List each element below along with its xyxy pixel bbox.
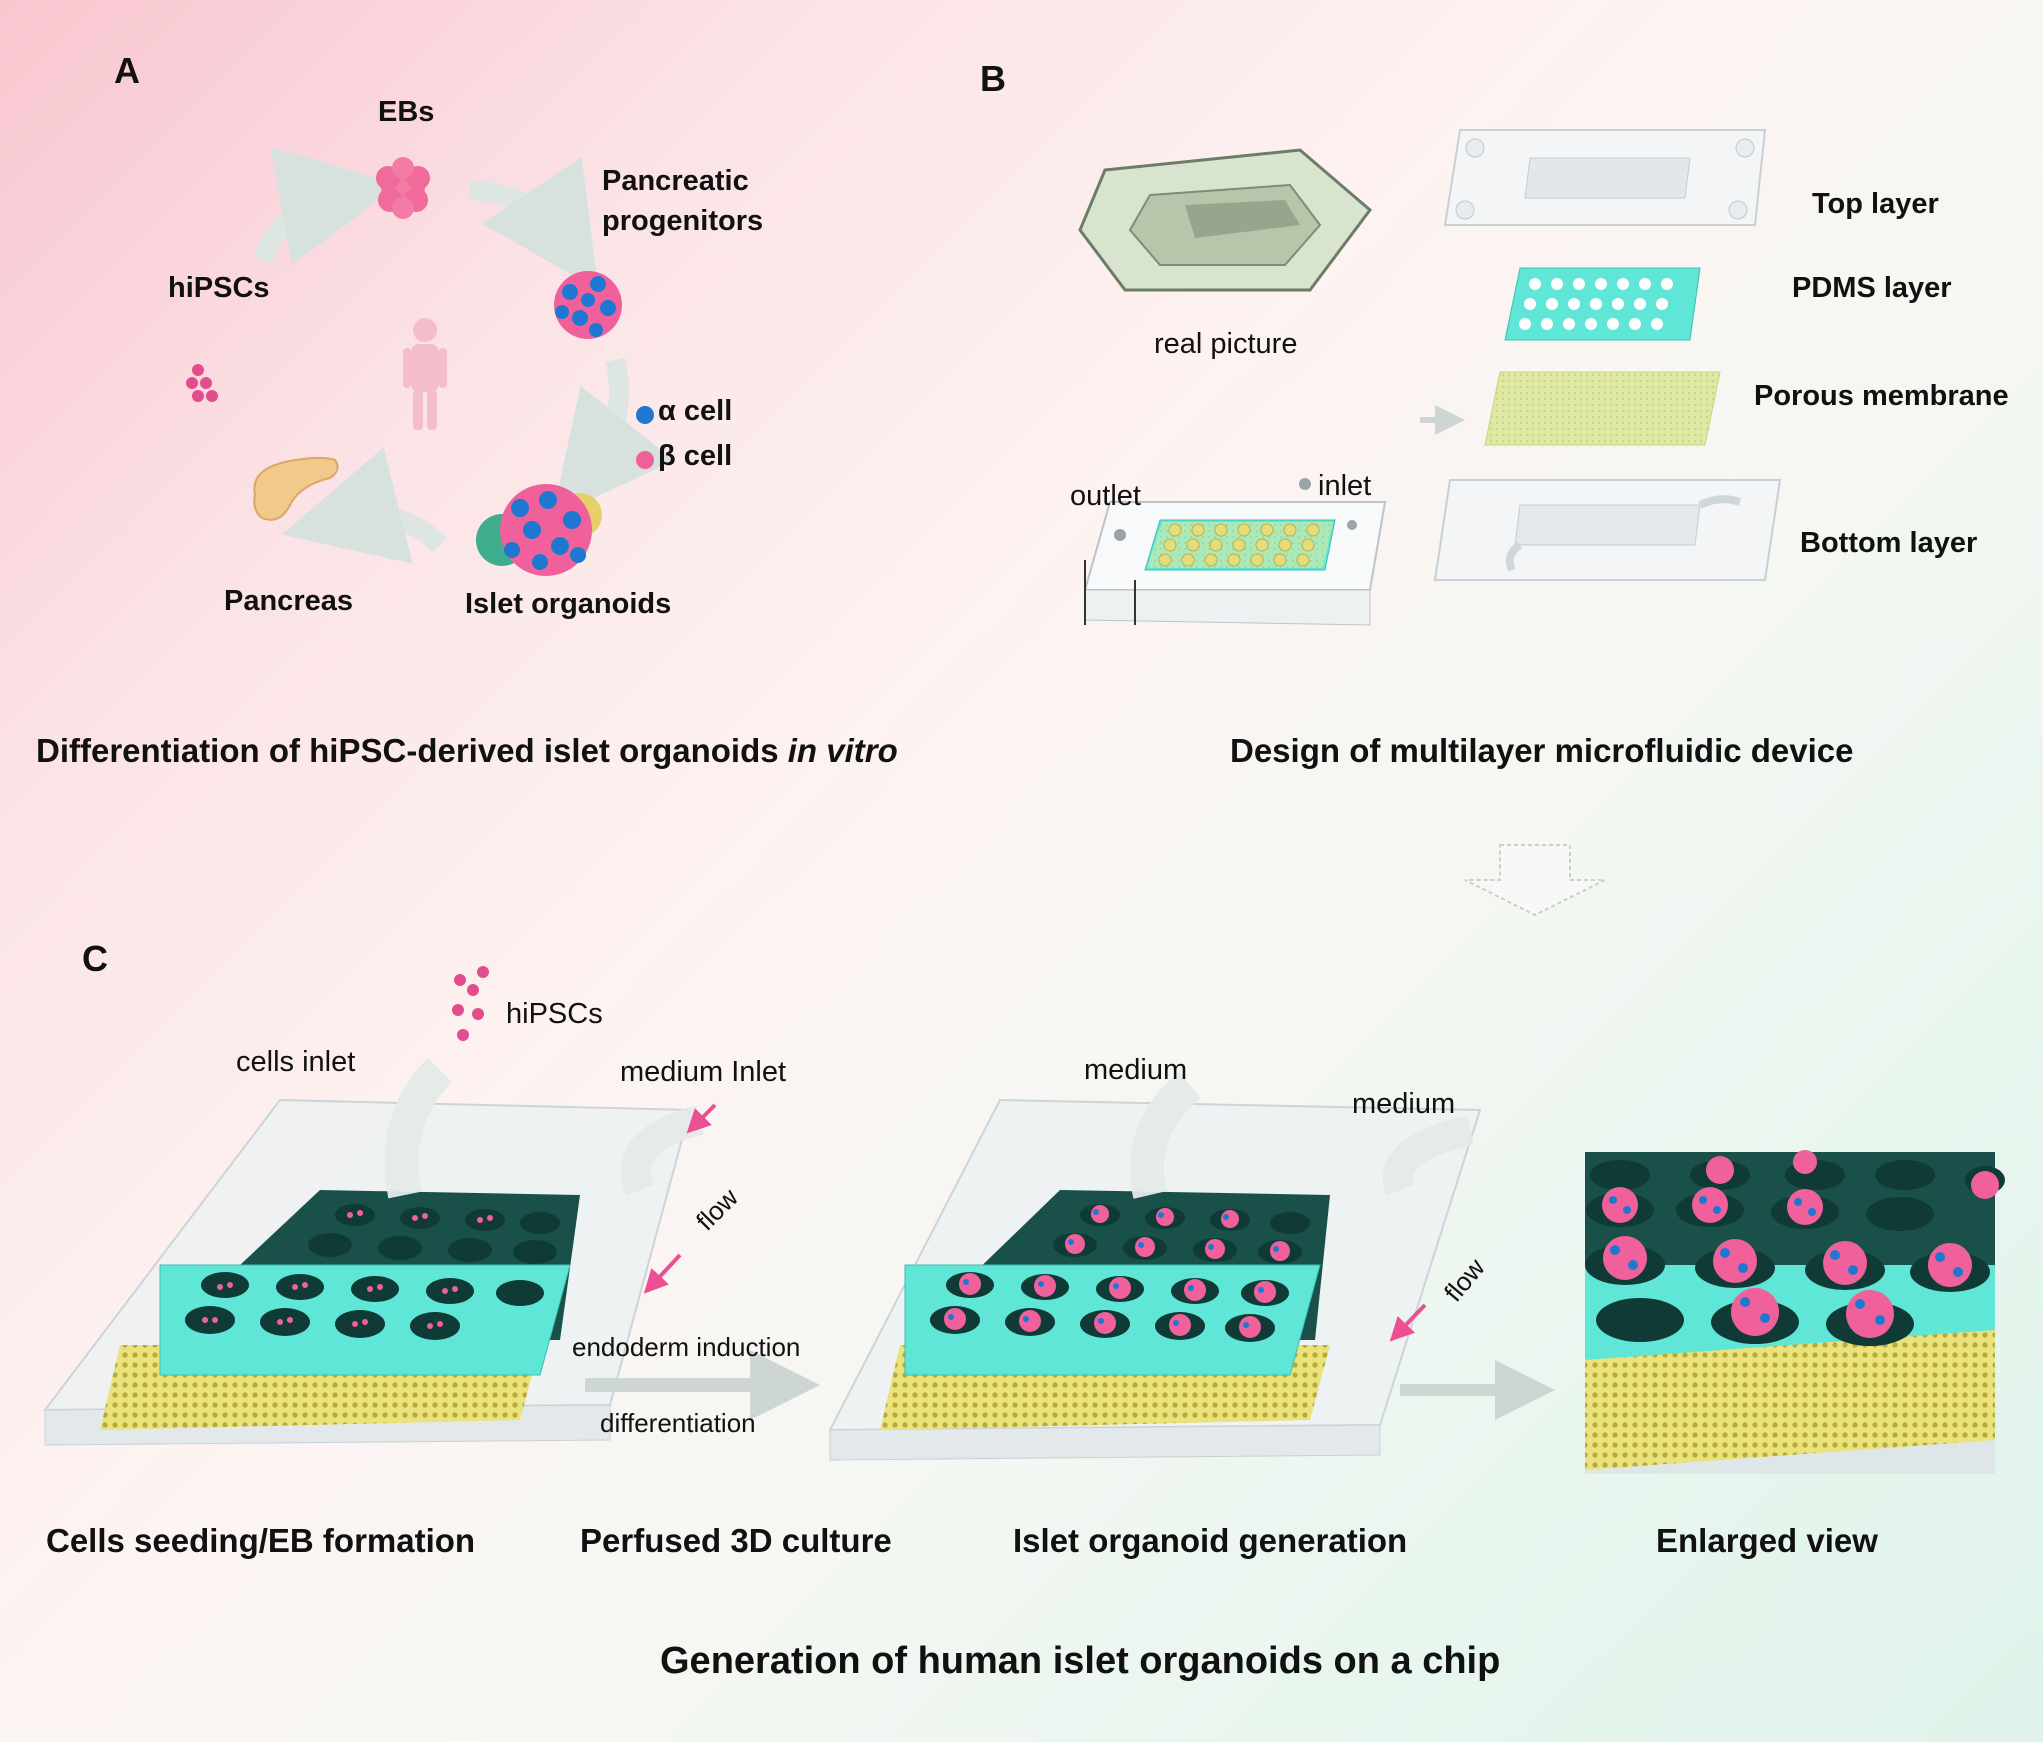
hipscs-label: hiPSCs <box>168 272 270 304</box>
real-picture-device-graphic <box>1078 148 1373 292</box>
flow-arrow-2 <box>1389 1303 1427 1342</box>
pdms-layer-graphic <box>1504 267 1701 341</box>
bottom-layer-graphic <box>1433 479 1782 581</box>
caption-perfused-culture: Perfused 3D culture <box>580 1522 892 1559</box>
hollow-down-arrow <box>1464 844 1606 917</box>
panel-b-letter: B <box>980 58 1006 99</box>
medium-label-2: medium <box>1352 1088 1456 1120</box>
pdms-layer-label: PDMS layer <box>1792 272 1952 304</box>
bottom-layer-label: Bottom layer <box>1800 527 1978 559</box>
porous-membrane-label: Porous membrane <box>1754 380 2009 412</box>
porous-membrane-graphic <box>1484 371 1721 446</box>
real-picture-label: real picture <box>1154 328 1298 360</box>
panel-a-caption: Differentiation of hiPSC-derived islet o… <box>36 732 898 770</box>
medium-inlet-arrow <box>686 1103 717 1134</box>
endoderm-induction-label: endoderm induction <box>572 1332 801 1362</box>
chip-1-graphic <box>42 1057 717 1446</box>
pancreas-icon <box>253 456 339 521</box>
assembled-device-graphic <box>1083 478 1387 626</box>
pancreatic-progenitors-label-2: progenitors <box>602 205 764 237</box>
top-layer-graphic <box>1443 129 1767 226</box>
progenitor-cluster-icon <box>554 271 622 339</box>
panel-c-letter: C <box>82 938 108 979</box>
arrow-hipsc-to-eb <box>252 146 400 265</box>
panel-a-graphics <box>186 146 675 576</box>
beta-cell-label: β cell <box>658 440 733 472</box>
enlarged-view-graphic <box>1585 1150 2005 1474</box>
hipsc-cells-icon <box>186 364 218 402</box>
human-silhouette-icon <box>403 318 447 430</box>
caption-islet-organoid-generation: Islet organoid generation <box>1013 1522 1408 1559</box>
arrow-islet-to-pancreas <box>281 447 448 564</box>
panel-a-caption-main: Differentiation of hiPSC-derived islet o… <box>36 732 788 769</box>
real-picture-photo <box>1052 114 1400 321</box>
beta-cell-legend-dot <box>636 451 654 469</box>
islet-organoid-icon <box>476 484 602 576</box>
caption-enlarged-view: Enlarged view <box>1656 1522 1878 1559</box>
panel-a-caption-italic: in vitro <box>787 732 898 769</box>
islet-organoids-label: Islet organoids <box>465 588 672 620</box>
hipsc-cells-c-icon <box>452 966 489 1041</box>
panel-b-graphics <box>1078 129 1782 626</box>
arrow-progenitor-to-islet <box>552 357 675 517</box>
cells-inlet-label: cells inlet <box>236 1046 356 1078</box>
pancreatic-progenitors-label-1: Pancreatic <box>602 165 749 197</box>
panel-b-caption: Design of multilayer microfluidic device <box>1230 732 1854 769</box>
panel-c-graphics <box>42 966 2005 1474</box>
eb-cluster-icon <box>376 157 430 219</box>
chip-2-graphic <box>828 1071 1482 1461</box>
differentiation-label: differentiation <box>600 1408 756 1438</box>
outlet-label: outlet <box>1070 480 1141 512</box>
medium-inlet-label: medium Inlet <box>620 1056 787 1088</box>
main-title: Generation of human islet organoids on a… <box>660 1640 1501 1682</box>
medium-label-1: medium <box>1084 1054 1188 1086</box>
hipscs-c-label: hiPSCs <box>506 998 603 1030</box>
flow-arrow-1 <box>643 1253 682 1294</box>
alpha-cell-legend-dot <box>636 406 654 424</box>
arrow-eb-to-progenitor <box>469 156 599 290</box>
pancreas-label: Pancreas <box>224 585 353 617</box>
alpha-cell-label: α cell <box>658 395 733 427</box>
caption-cells-seeding: Cells seeding/EB formation <box>46 1522 476 1559</box>
inlet-label: inlet <box>1318 470 1372 502</box>
panel-a-letter: A <box>114 50 140 91</box>
top-layer-label: Top layer <box>1812 188 1939 220</box>
ebs-label: EBs <box>378 96 435 128</box>
